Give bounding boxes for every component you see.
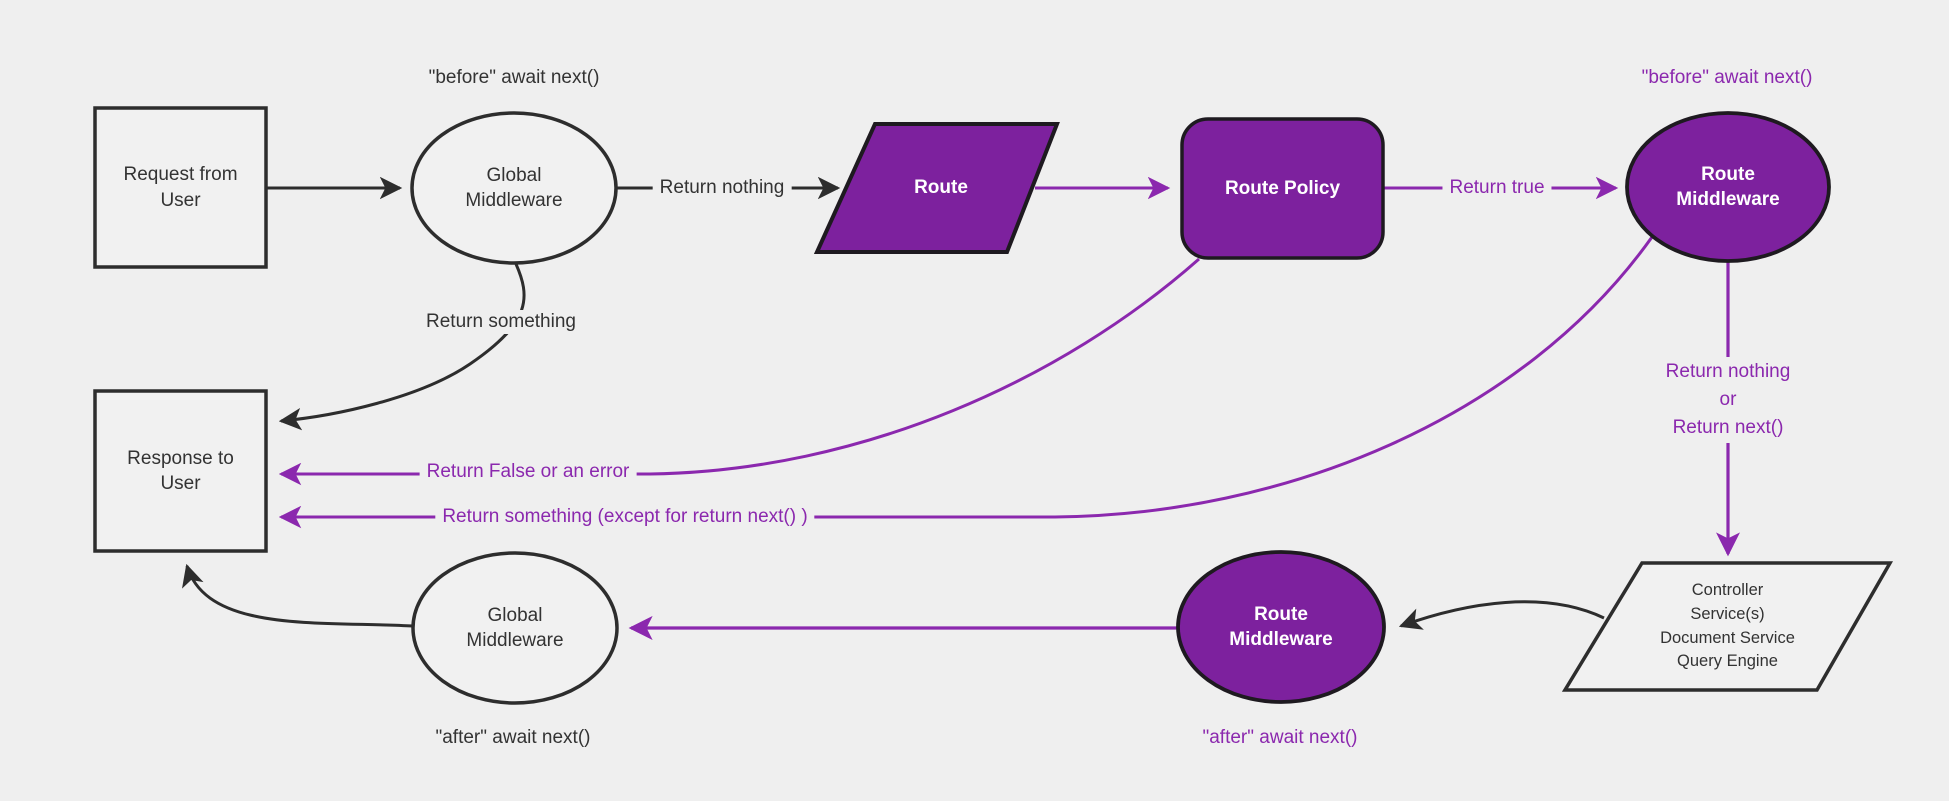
request-node	[93, 106, 268, 269]
return-false-or-error-label: Return False or an error	[419, 460, 637, 484]
route-node	[813, 122, 1060, 254]
edge-return-something-to-response	[278, 263, 526, 431]
global-middleware-bottom-node	[411, 551, 619, 705]
before-global-label: "before" await next()	[428, 67, 600, 88]
return-nothing-label: Return nothing	[652, 176, 792, 200]
after-global-label: "after" await next()	[435, 727, 591, 748]
return-something-except-label: Return something (except for return next…	[435, 505, 815, 529]
route-policy-node	[1180, 117, 1385, 260]
edge-controller-to-route-mw-bottom	[1398, 600, 1605, 630]
route-middleware-top-node	[1625, 111, 1831, 263]
edge-return-false-to-response	[278, 257, 1200, 486]
return-nothing-or-next-label: Return nothing or Return next()	[1658, 357, 1798, 443]
return-something-label: Return something	[419, 310, 583, 334]
return-true-label: Return true	[1442, 176, 1552, 200]
before-route-label: "before" await next()	[1641, 67, 1813, 88]
after-route-label: "after" await next()	[1202, 727, 1358, 748]
controller-node	[1561, 561, 1894, 692]
edge-global-mw-bottom-to-response	[182, 563, 414, 628]
global-middleware-top-node	[410, 111, 618, 265]
response-node	[93, 389, 268, 553]
route-middleware-bottom-node	[1176, 550, 1386, 704]
edge-return-something-except-to-response	[278, 236, 1654, 529]
